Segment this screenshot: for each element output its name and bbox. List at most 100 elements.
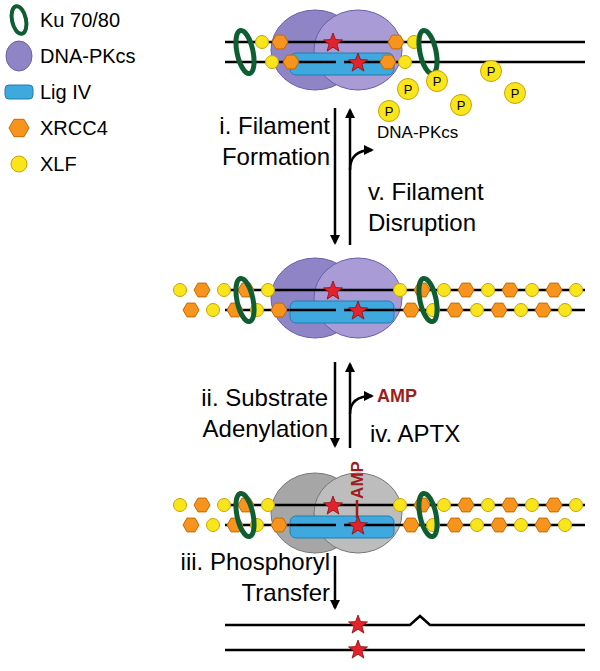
forward-arrow xyxy=(334,108,337,243)
break-star xyxy=(324,496,343,514)
xrcc4-hexagon xyxy=(458,498,474,512)
xlf-dot xyxy=(207,304,220,317)
xrcc4-hexagon xyxy=(535,303,551,317)
amp-label: AMP xyxy=(349,461,366,499)
ku-ring xyxy=(416,277,441,323)
xlf-dot xyxy=(438,284,451,297)
phosphate-text: P xyxy=(385,105,394,118)
legend-entry: XLF xyxy=(4,146,136,182)
ku-ring xyxy=(416,29,441,75)
xlf-dot xyxy=(262,284,275,297)
break-star xyxy=(324,281,343,299)
legend-swatch xyxy=(4,147,34,181)
xrcc4-hexagon xyxy=(502,283,518,297)
xlf-dot xyxy=(526,284,539,297)
xrcc4-hexagon xyxy=(447,303,463,317)
xlf-dot xyxy=(218,284,231,297)
phosphate-text: P xyxy=(433,75,442,88)
phosphate-circle: P xyxy=(504,82,526,104)
xrcc4-hexagon xyxy=(535,518,551,532)
xlf-dot xyxy=(515,519,528,532)
dna-pkcs-ellipse xyxy=(314,258,402,338)
break-star xyxy=(349,640,368,658)
phosphate-text: P xyxy=(457,99,466,112)
phosphate-text: P xyxy=(511,87,520,100)
xrcc4-hexagon xyxy=(491,303,507,317)
xlf-dot xyxy=(570,499,583,512)
xrcc4-hexagon xyxy=(271,303,287,317)
legend-entry: Lig IV xyxy=(4,74,136,110)
legend-text: Lig IV xyxy=(40,81,91,104)
xrcc4-hexagon xyxy=(272,35,288,49)
xlf-dot xyxy=(559,519,572,532)
legend-swatch xyxy=(4,75,34,109)
xlf-dot xyxy=(559,304,572,317)
xrcc4-hexagon xyxy=(546,498,562,512)
xrcc4-hexagon xyxy=(414,283,430,297)
reverse-arrow xyxy=(349,110,352,245)
xrcc4-hexagon xyxy=(183,518,199,532)
xlf-dot xyxy=(174,284,187,297)
ku-ring xyxy=(233,29,258,75)
phosphate-text: P xyxy=(487,65,496,78)
xrcc4-hexagon xyxy=(283,55,299,69)
xlf-dot xyxy=(174,499,187,512)
break-star xyxy=(349,53,368,71)
xrcc4-hexagon xyxy=(502,498,518,512)
repair-complex xyxy=(174,258,586,338)
forward-arrow xyxy=(334,556,337,608)
xlf-dot xyxy=(207,519,220,532)
xlf-dot xyxy=(266,56,279,69)
xlf-dot xyxy=(482,499,495,512)
release-arrow xyxy=(350,150,372,170)
ligated-dna xyxy=(225,615,585,658)
legend-entry: XRCC4 xyxy=(4,110,136,146)
xlf-dot xyxy=(256,36,269,49)
xrcc4-hexagon xyxy=(447,518,463,532)
xlf-dot xyxy=(394,499,407,512)
break-star xyxy=(324,33,343,51)
dna-pkcs-ellipse xyxy=(314,10,402,90)
step-label: i. Filament Formation xyxy=(180,110,330,172)
repair-complex xyxy=(174,473,586,553)
break-star xyxy=(349,516,368,534)
ku-ring xyxy=(416,492,441,538)
step-label: iii. Phosphoryl Transfer xyxy=(145,546,330,608)
xrcc4-hexagon xyxy=(194,498,210,512)
legend: Ku 70/80DNA-PKcsLig IV XRCC4XLF xyxy=(4,2,136,182)
xrcc4-hexagon xyxy=(403,518,419,532)
xlf-dot xyxy=(515,304,528,317)
xrcc4-hexagon xyxy=(414,498,430,512)
xlf-dot xyxy=(526,499,539,512)
legend-entry: DNA-PKcs xyxy=(4,38,136,74)
lig-iv-bar xyxy=(290,516,394,538)
step-label: v. Filament Disruption xyxy=(368,176,538,238)
xlf-dot xyxy=(218,499,231,512)
phosphate-circle: P xyxy=(378,100,400,122)
step-label: iv. APTX xyxy=(370,418,460,449)
phosphate-circle: P xyxy=(426,70,448,92)
lig-iv-bar xyxy=(290,301,394,323)
xrcc4-hexagon xyxy=(546,283,562,297)
legend-text: XLF xyxy=(40,153,77,176)
phosphate-circle: P xyxy=(480,60,502,82)
break-star xyxy=(349,615,368,633)
xrcc4-hexagon xyxy=(380,55,396,69)
forward-arrow xyxy=(334,362,337,446)
xrcc4-hexagon xyxy=(388,35,404,49)
xlf-dot xyxy=(262,499,275,512)
phosphate-circle: P xyxy=(450,94,472,116)
ku-ring xyxy=(233,277,258,323)
xrcc4-hexagon xyxy=(271,518,287,532)
lig-iv-bar xyxy=(290,53,394,75)
amp-link xyxy=(356,500,359,518)
xlf-dot xyxy=(570,284,583,297)
break-star xyxy=(349,301,368,319)
legend-entry: Ku 70/80 xyxy=(4,2,136,38)
phosphate-circle: P xyxy=(397,78,419,100)
release-arrow xyxy=(350,396,372,414)
xrcc4-hexagon xyxy=(183,303,199,317)
protein-label: DNA-PKcs xyxy=(377,122,458,144)
legend-text: XRCC4 xyxy=(40,117,108,140)
step-label: ii. Substrate Adenylation xyxy=(153,382,328,444)
